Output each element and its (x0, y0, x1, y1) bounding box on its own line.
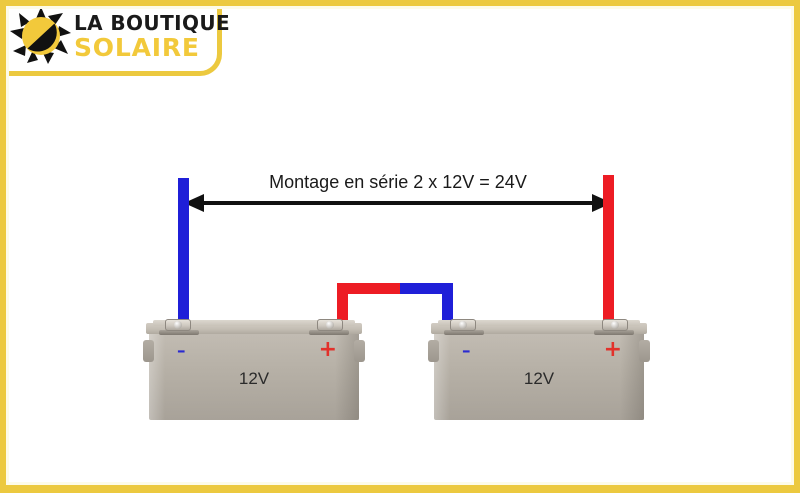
battery-right-handle-left (428, 340, 439, 362)
brand-name-line1: LA BOUTIQUE (74, 10, 231, 35)
cable-series-blue-segment (400, 283, 453, 294)
battery-right-minus-symbol: – (462, 341, 471, 361)
cable-series-red-drop (337, 283, 348, 320)
battery-right-voltage-label: 12V (523, 369, 555, 388)
battery-left-lid (146, 323, 362, 334)
battery-left-voltage-label: 12V (238, 369, 270, 388)
sun-icon (10, 7, 71, 64)
battery-left: – + 12V (141, 312, 367, 420)
double-headed-arrow-icon (184, 194, 612, 212)
battery-left-plus-symbol: + (318, 337, 337, 362)
series-annotation-label: Montage en série 2 x 12V = 24V (269, 172, 527, 192)
battery-left-negative-terminal (159, 317, 199, 337)
battery-left-lid-top (153, 320, 355, 326)
battery-left-handle-left (143, 340, 154, 362)
battery-right-plus-symbol: + (603, 337, 622, 362)
terminal-bolt-icon (459, 321, 467, 329)
battery-right: – + 12V (426, 312, 652, 420)
cable-series-blue-drop (442, 283, 453, 320)
cable-series-red-segment (337, 283, 403, 294)
terminal-bolt-icon (326, 321, 334, 329)
terminal-bolt-icon (174, 321, 182, 329)
battery-right-lid (431, 323, 647, 334)
terminal-bar-icon (309, 330, 349, 335)
terminal-bar-icon (159, 330, 199, 335)
brand-name-line2: SOLAIRE (74, 32, 200, 62)
terminal-bolt-icon (611, 321, 619, 329)
terminal-bar-icon (594, 330, 634, 335)
battery-left-positive-terminal (309, 317, 349, 337)
battery-right-positive-terminal (594, 317, 634, 337)
cable-right-positive (603, 175, 614, 320)
battery-left-handle-right (354, 340, 365, 362)
battery-right-lid-top (438, 320, 640, 326)
battery-left-minus-symbol: – (177, 341, 186, 361)
brand-logo-badge[interactable]: LA BOUTIQUE SOLAIRE (0, 0, 230, 76)
terminal-bar-icon (444, 330, 484, 335)
cable-left-negative (178, 178, 189, 320)
brand-logo: LA BOUTIQUE SOLAIRE (10, 4, 230, 68)
battery-right-negative-terminal (444, 317, 484, 337)
brand-logo-text: LA BOUTIQUE SOLAIRE (74, 13, 230, 60)
battery-right-handle-right (639, 340, 650, 362)
